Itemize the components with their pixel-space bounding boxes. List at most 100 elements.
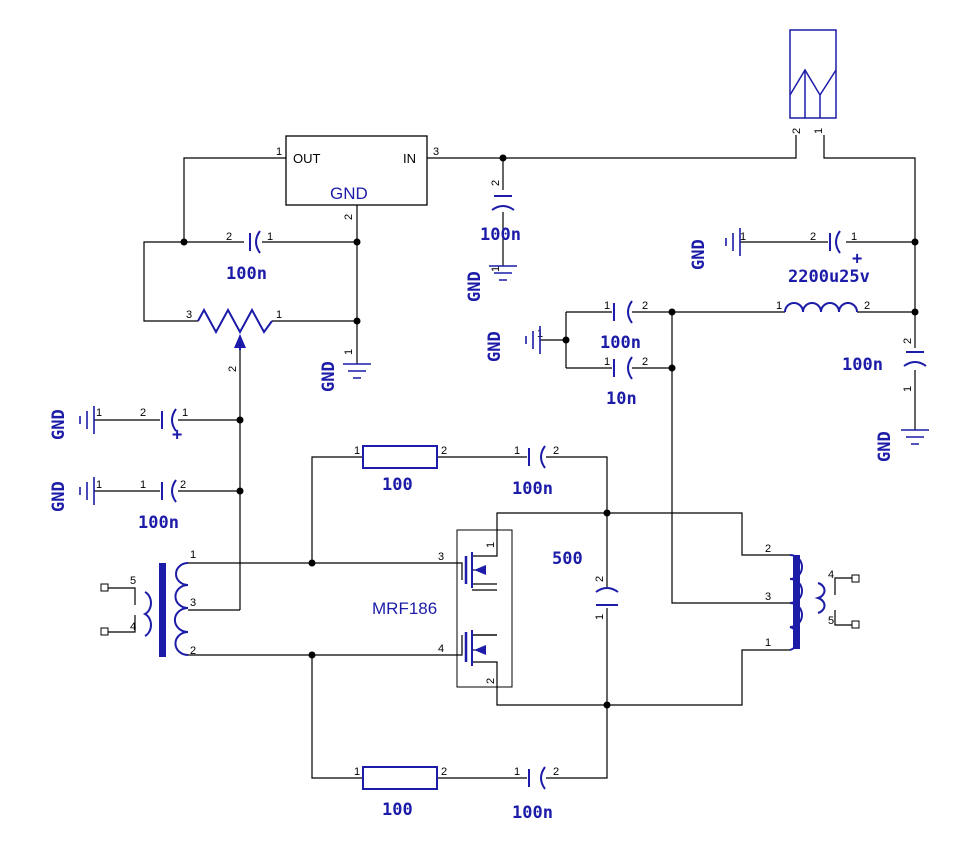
ground-symbol: GND [465,262,517,302]
svg-text:GND: GND [49,409,69,440]
ground-symbol: GND [49,406,95,440]
svg-text:2: 2 [810,231,816,243]
trimmer-potentiometer: 3 1 2 [186,307,282,372]
capacitor-bulk: 2 1 + 2200u25v 1 [740,230,870,287]
svg-text:1: 1 [354,445,360,457]
svg-text:2: 2 [441,445,447,457]
svg-text:500: 500 [552,549,583,569]
svg-text:3: 3 [190,597,196,609]
svg-text:1: 1 [96,407,102,419]
svg-text:GND: GND [875,431,895,462]
svg-text:2: 2 [227,366,239,372]
capacitor-rail: 2 1 100n [842,338,927,392]
svg-text:2: 2 [441,766,447,778]
svg-text:4: 4 [438,643,444,655]
svg-text:1: 1 [604,300,610,312]
svg-text:2: 2 [190,645,196,657]
svg-text:2: 2 [180,479,186,491]
svg-text:100n: 100n [842,355,883,375]
svg-text:GND: GND [319,361,339,392]
svg-text:3: 3 [433,146,439,158]
mosfet-pair: 3 4 1 2 MRF186 [372,529,513,688]
svg-text:1: 1 [343,349,355,355]
svg-text:1: 1 [140,479,146,491]
svg-text:2: 2 [553,766,559,778]
inductor: 1 2 [776,300,870,313]
svg-text:2: 2 [765,543,771,555]
svg-text:2: 2 [642,356,648,368]
svg-text:GND: GND [49,481,69,512]
svg-text:OUT: OUT [293,151,321,166]
svg-text:2: 2 [485,678,497,684]
svg-text:1: 1 [851,231,857,243]
svg-text:1: 1 [765,637,771,649]
svg-text:GND: GND [485,331,505,362]
svg-text:100: 100 [382,800,413,820]
svg-text:2: 2 [226,231,232,243]
svg-text:1: 1 [276,309,282,321]
ground-symbol: GND [875,426,929,462]
svg-text:1: 1 [485,542,497,548]
svg-text:1: 1 [902,386,914,392]
svg-text:2: 2 [864,300,870,312]
svg-text:GND: GND [465,271,485,302]
svg-text:100n: 100n [512,479,553,499]
capacitor-input: 2 1 100n [480,180,521,272]
svg-text:2: 2 [343,214,355,220]
svg-text:3: 3 [765,591,771,603]
ground-symbol: GND [49,477,95,512]
svg-text:1: 1 [514,766,520,778]
svg-text:1: 1 [514,445,520,457]
svg-text:+: + [172,425,182,445]
svg-text:2: 2 [902,338,914,344]
capacitor-bias-electrolytic: 2 1 + 1 [96,407,188,445]
svg-text:100n: 100n [600,333,641,353]
capacitor-drain: 2 1 500 [552,549,619,620]
svg-text:1: 1 [276,146,282,158]
svg-text:4: 4 [828,569,834,581]
svg-text:2: 2 [642,300,648,312]
svg-text:MRF186: MRF186 [372,599,437,618]
junctions [180,154,919,709]
capacitor-pair: 1 2 1 2 100n 10n 1 [537,300,648,409]
input-transformer: 1 3 2 5 4 [100,549,196,657]
power-connector: 2 1 [789,29,837,134]
svg-text:2: 2 [553,445,559,457]
svg-text:4: 4 [130,621,136,633]
svg-text:GND: GND [330,184,368,203]
svg-text:5: 5 [828,615,834,627]
svg-text:5: 5 [130,575,136,587]
svg-text:2: 2 [140,407,146,419]
svg-text:100n: 100n [226,264,267,284]
svg-text:1: 1 [490,266,502,272]
svg-text:3: 3 [438,551,444,563]
svg-text:100n: 100n [512,803,553,823]
svg-text:100n: 100n [480,225,521,245]
resistor-upper: 1 2 100 [354,445,447,495]
svg-text:100: 100 [382,475,413,495]
svg-text:1: 1 [182,407,188,419]
svg-text:1: 1 [190,549,196,561]
svg-text:2: 2 [594,576,606,582]
svg-text:+: + [852,249,862,269]
svg-text:1: 1 [354,766,360,778]
capacitor-bias: 1 2 100n 1 [96,479,186,533]
svg-text:10n: 10n [606,389,637,409]
svg-text:1: 1 [813,128,825,134]
ground-symbol: GND [689,228,741,270]
svg-text:GND: GND [689,239,709,270]
svg-text:IN: IN [403,151,416,166]
output-transformer: 2 3 1 4 5 [765,543,860,651]
svg-text:2200u25v: 2200u25v [788,267,870,287]
voltage-regulator: OUT IN GND 1 3 2 [276,135,439,220]
ground-symbol: GND [485,326,541,362]
svg-text:2: 2 [791,128,803,134]
svg-text:1: 1 [776,300,782,312]
svg-text:3: 3 [186,309,192,321]
svg-text:1: 1 [740,231,746,243]
resistor-lower: 1 2 100 [354,766,447,820]
capacitor-feedback-upper: 1 2 100n [512,445,559,499]
svg-text:1: 1 [604,356,610,368]
svg-text:1: 1 [267,231,273,243]
